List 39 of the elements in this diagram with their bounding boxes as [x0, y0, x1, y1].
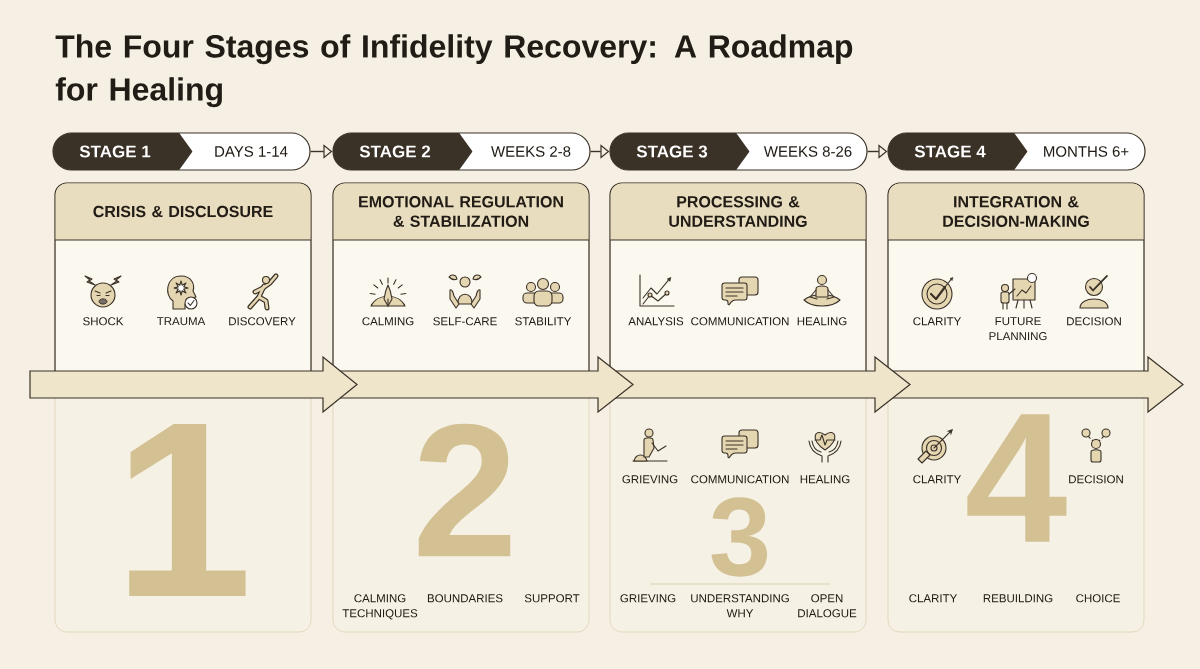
- keyword-label: GRIEVING: [620, 594, 676, 603]
- title: The Four Stages of Infidelity Recovery: A Roadmap for Healing: [55, 34, 853, 108]
- icon-label: DECISION: [1069, 475, 1123, 484]
- icon-label: SHOCK: [83, 317, 124, 326]
- keyword-label: REBUILDING: [983, 594, 1053, 603]
- card-header: PROCESSING & UNDERSTANDING: [609, 183, 867, 241]
- icon-label: ANALYSIS: [628, 317, 684, 326]
- keyword-label: OPEN DIALOGUE: [798, 594, 857, 618]
- stage-numeral: 4: [967, 414, 1067, 542]
- stage-label: STAGE 4: [914, 145, 986, 158]
- icon-label: GRIEVING: [622, 475, 678, 484]
- icon-label: TRAUMA: [157, 317, 206, 326]
- icon-label: COMMUNICATION: [691, 475, 789, 484]
- icon-label: COMMUNICATION: [691, 317, 789, 326]
- icon-label: DECISION: [1067, 317, 1121, 326]
- icon-label: HEALING: [800, 475, 850, 484]
- card-header: INTEGRATION & DECISION-MAKING: [887, 183, 1145, 241]
- icon-label: HEALING: [797, 317, 847, 326]
- stage-label: STAGE 3: [636, 145, 708, 158]
- keyword-label: CALMING TECHNIQUES: [342, 594, 418, 620]
- icon-label: CLARITY: [913, 317, 962, 326]
- stage-numeral: 1: [129, 424, 246, 596]
- keyword-label: UNDERSTANDING WHY: [691, 594, 789, 618]
- stage-label: STAGE 2: [359, 145, 431, 158]
- stage-numeral: 3: [711, 497, 768, 577]
- card-header: EMOTIONAL REGULATION & STABILIZATION: [332, 183, 590, 241]
- card-header: CRISIS & DISCLOSURE: [54, 183, 312, 241]
- keyword-label: CHOICE: [1076, 594, 1120, 603]
- icon-label: CLARITY: [913, 475, 962, 484]
- icon-label: SELF-CARE: [433, 317, 497, 326]
- keyword-label: BOUNDARIES: [427, 594, 503, 603]
- stage-label: STAGE 1: [79, 145, 151, 158]
- keyword-label: SUPPORT: [524, 594, 580, 603]
- stage-numeral: 2: [418, 423, 511, 557]
- keyword-label: CLARITY: [909, 594, 958, 603]
- icon-label: FUTURE PLANNING: [989, 317, 1047, 341]
- icon-label: DISCOVERY: [229, 317, 296, 326]
- icon-label: STABILITY: [515, 317, 572, 326]
- icon-label: CALMING: [362, 317, 414, 326]
